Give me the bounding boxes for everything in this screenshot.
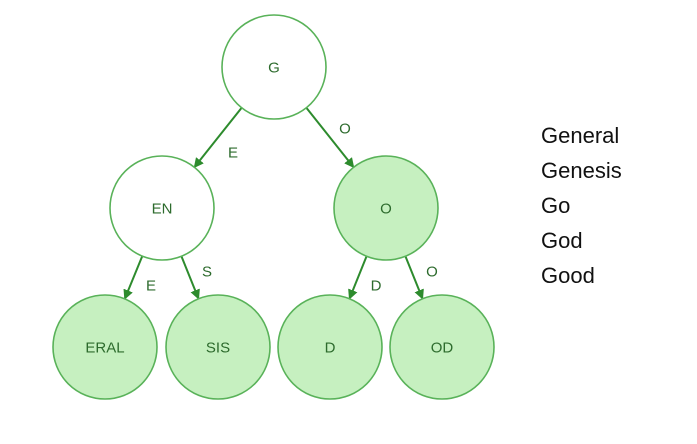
node-d: D	[277, 294, 383, 400]
edge-label-o-d: D	[371, 278, 382, 295]
word-item: God	[541, 228, 583, 253]
edge-label-root-o: O	[339, 121, 351, 138]
word-item: Good	[541, 263, 595, 288]
node-label-d: D	[325, 340, 336, 357]
node-circle-od	[389, 294, 495, 400]
word-item: Genesis	[541, 158, 622, 183]
node-label-od: OD	[431, 340, 454, 357]
edge-root-en	[193, 107, 243, 169]
node-circle-o	[333, 155, 439, 261]
node-root: G	[221, 14, 327, 120]
edge-o-d	[348, 255, 368, 300]
edge-label-o-od: O	[426, 264, 438, 281]
node-circle-en	[109, 155, 215, 261]
node-eral: ERAL	[52, 294, 158, 400]
word-item: General	[541, 123, 620, 148]
node-circle-eral	[52, 294, 158, 400]
edges-layer: E O E S D O	[123, 107, 438, 300]
node-label-eral: ERAL	[85, 340, 124, 357]
node-circle-root	[221, 14, 327, 120]
node-circle-d	[277, 294, 383, 400]
node-o: O	[333, 155, 439, 261]
word-item: Go	[541, 193, 571, 218]
node-label-o: O	[380, 201, 392, 218]
node-label-sis: SIS	[206, 340, 230, 357]
edge-label-en-sis: S	[202, 264, 212, 281]
edge-label-en-eral: E	[146, 278, 156, 295]
edge-en-sis	[180, 255, 200, 300]
edge-en-eral	[123, 255, 144, 300]
node-circle-sis	[165, 294, 271, 400]
node-od: OD	[389, 294, 495, 400]
node-en: EN	[109, 155, 215, 261]
node-label-en: EN	[152, 201, 173, 218]
node-label-root: G	[268, 60, 280, 77]
edge-root-o	[305, 107, 355, 169]
edge-label-root-en: E	[228, 145, 238, 162]
edge-o-od	[404, 255, 424, 300]
node-sis: SIS	[165, 294, 271, 400]
